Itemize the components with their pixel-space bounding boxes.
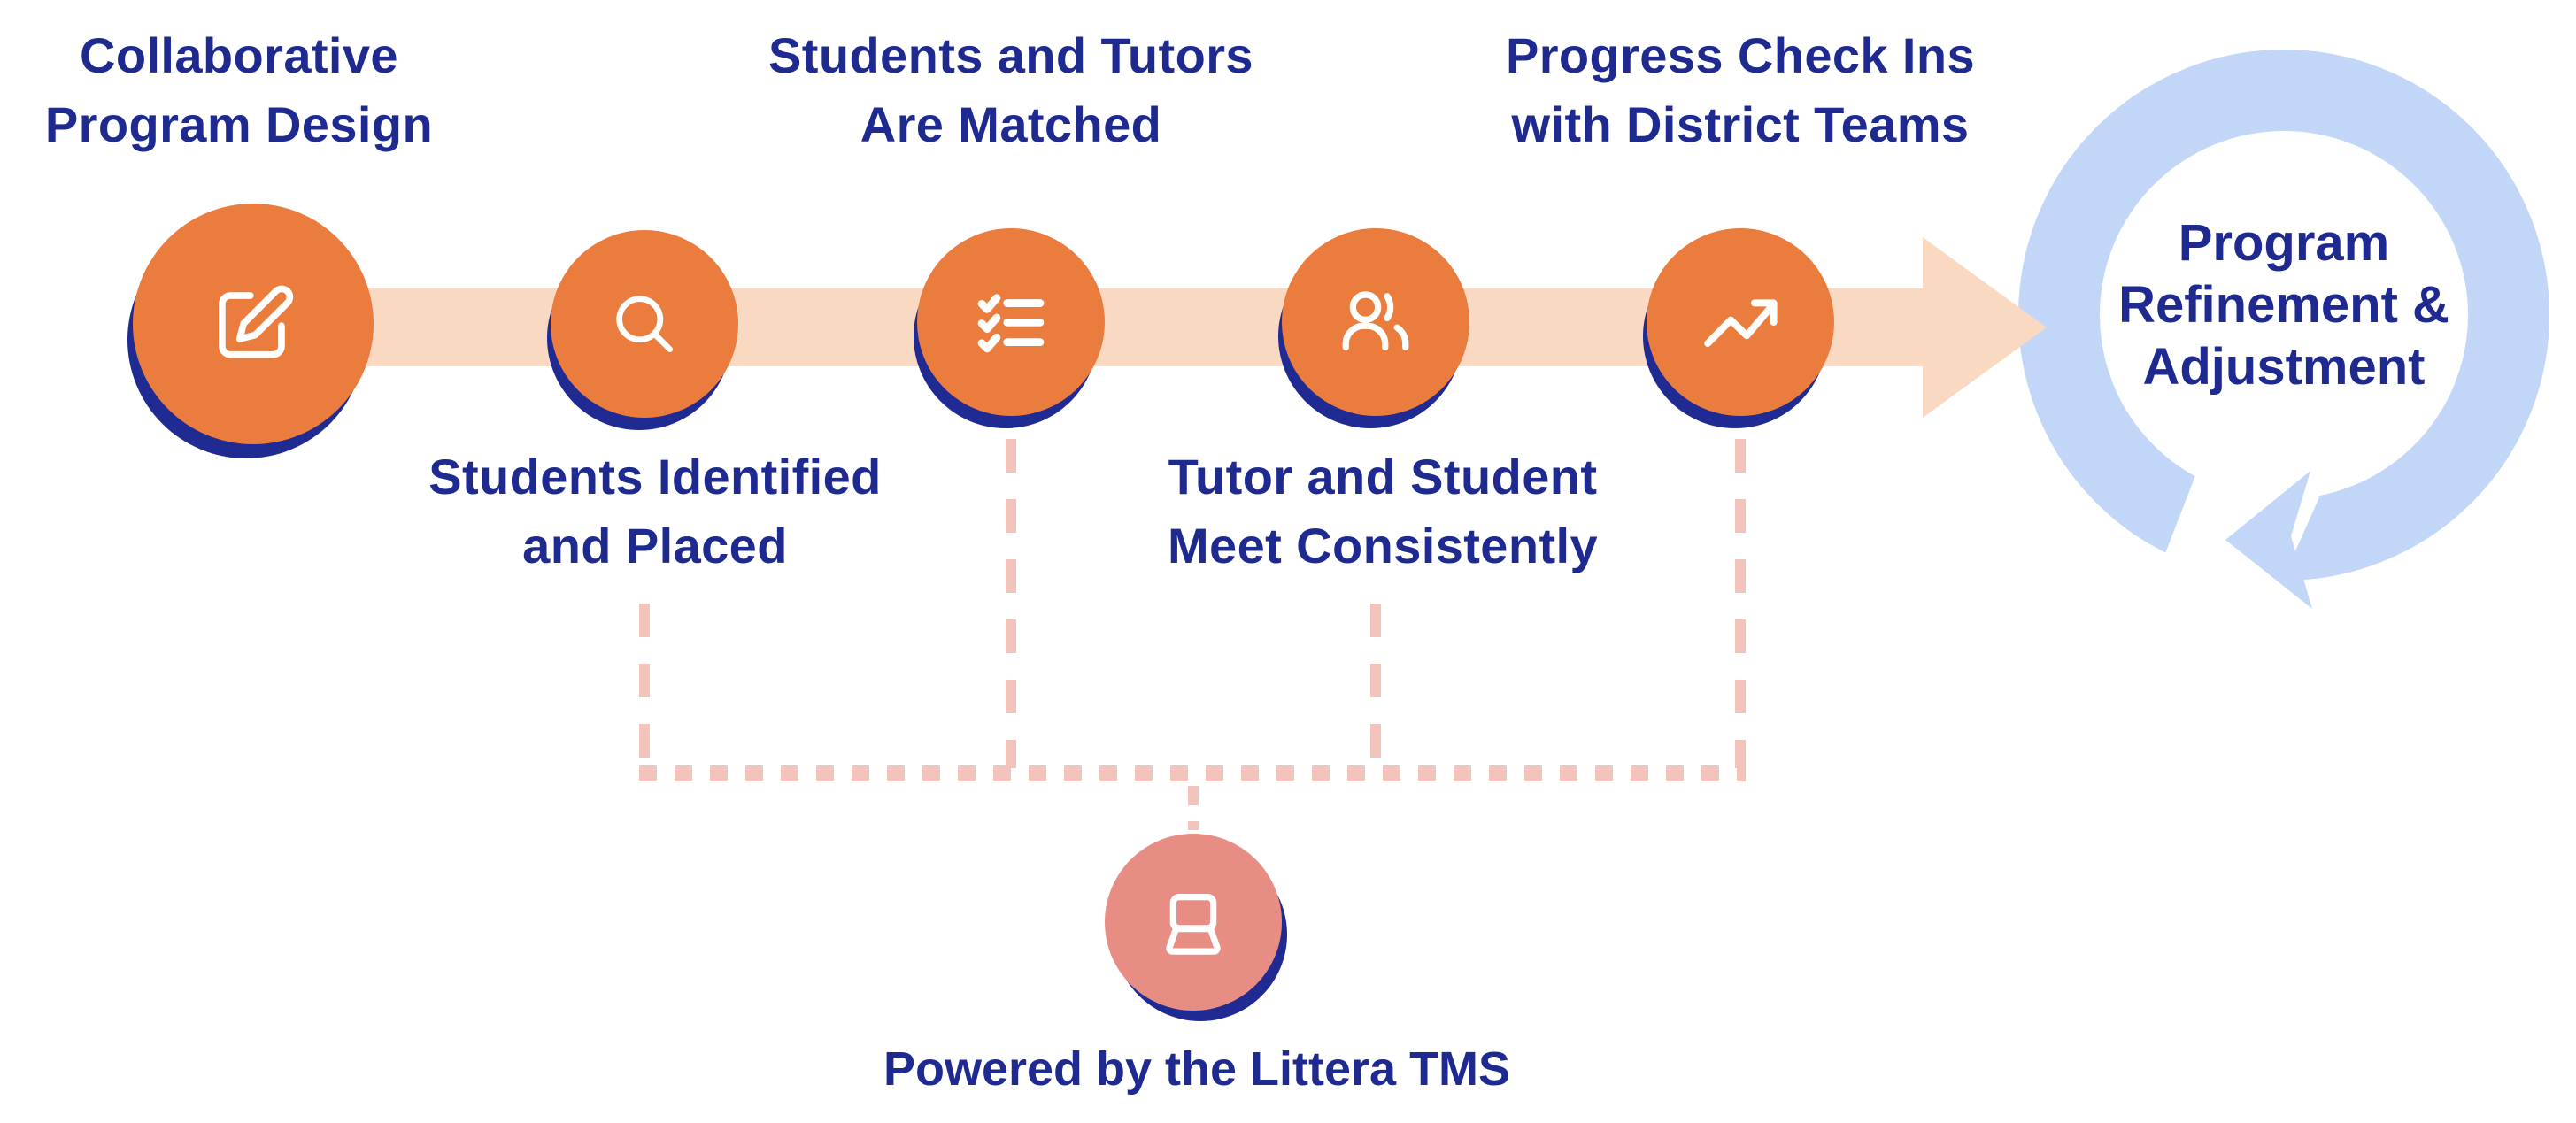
step-circle-tutor-student-meet [1282, 228, 1469, 416]
label-line: Tutor and Student [1168, 450, 1598, 504]
trending-up-icon [1704, 299, 1778, 347]
label-line: Meet Consistently [1168, 519, 1598, 573]
step-label-students-tutors-matched: Students and Tutors Are Matched [768, 21, 1253, 159]
users-icon [1342, 291, 1409, 351]
label-line: Students Identified [428, 450, 882, 504]
label-line: Progress Check Ins [1505, 28, 1976, 83]
cycle-label-program-refinement: Program Refinement & Adjustment [2118, 214, 2449, 400]
search-icon [616, 296, 674, 353]
label-line: Program Design [44, 97, 434, 152]
label-line: with District Teams [1511, 97, 1970, 152]
edit-icon [219, 285, 294, 358]
step-circle-students-tutors-matched [917, 228, 1105, 416]
label-line: Collaborative [80, 28, 398, 83]
step-circle-progress-check-ins [1647, 228, 1834, 416]
footer-powered-by-littera: Powered by the Littera TMS [883, 1042, 1511, 1096]
refinement-cycle-ring [2018, 50, 2549, 609]
step-label-tutor-student-meet: Tutor and Student Meet Consistently [1168, 442, 1598, 581]
cycle-arrow-icon [2225, 471, 2312, 609]
checklist-icon [977, 294, 1045, 353]
label-line: and Placed [522, 519, 788, 573]
step-label-students-identified-placed: Students Identified and Placed [428, 442, 882, 581]
step-circle-program-design [133, 204, 374, 444]
laptop-icon [1166, 893, 1221, 955]
label-line: Adjustment [2142, 340, 2426, 396]
step-circle-students-identified [551, 230, 738, 418]
step-label-progress-check-ins: Progress Check Ins with District Teams [1506, 21, 1975, 159]
label-line: Students and Tutors [768, 28, 1253, 83]
label-line: Are Matched [860, 97, 1162, 152]
label-line: Program [2178, 216, 2390, 273]
label-line: Refinement & [2118, 278, 2449, 335]
step-label-collaborative-program-design: Collaborative Program Design [45, 21, 433, 159]
littera-tms-circle [1105, 834, 1282, 1011]
